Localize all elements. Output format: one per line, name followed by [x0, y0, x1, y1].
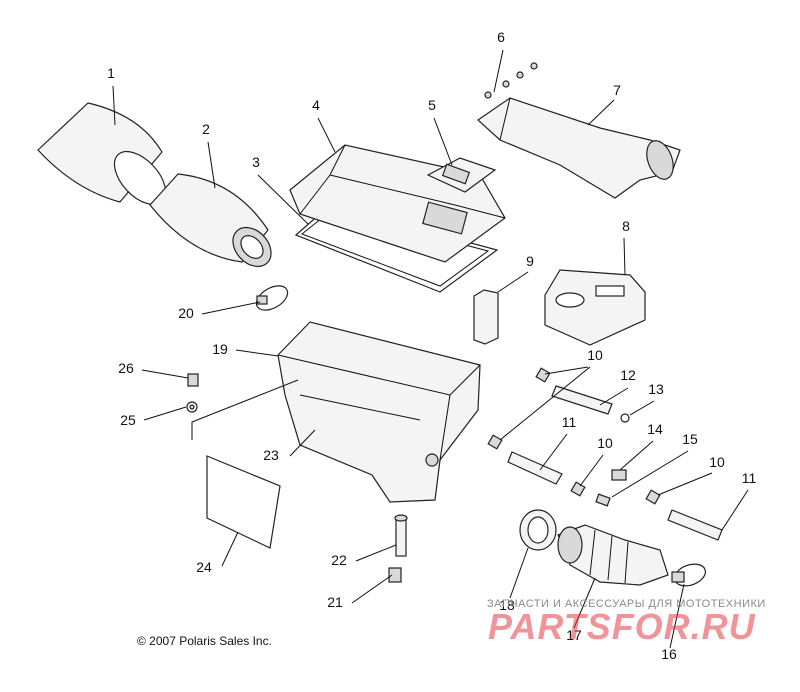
part-number-17: 17	[566, 627, 582, 643]
part-number-10: 10	[597, 435, 613, 451]
part-number-18: 18	[499, 597, 515, 613]
part-16-hose-clamp	[671, 563, 707, 587]
part-number-25: 25	[120, 412, 136, 428]
part-number-22: 22	[331, 552, 347, 568]
part-number-20: 20	[178, 305, 194, 321]
part-number-11: 11	[562, 414, 577, 430]
part-21-drain-plug	[388, 567, 402, 583]
part-number-1: 1	[107, 65, 115, 81]
part-number-15: 15	[682, 431, 698, 447]
part-number-21: 21	[327, 594, 343, 610]
part-number-10: 10	[709, 454, 725, 470]
part-6-screws	[484, 62, 538, 99]
part-number-2: 2	[202, 121, 210, 137]
part-number-26: 26	[118, 360, 134, 376]
part-hardware-small	[487, 367, 723, 541]
part-2-inner-filter	[149, 173, 272, 268]
part-1-outer-filter	[37, 102, 167, 206]
part-number-3: 3	[252, 154, 260, 170]
leader-lines	[112, 49, 749, 649]
part-number-8: 8	[622, 218, 630, 234]
part-8-foam-block	[544, 269, 646, 346]
part-number-5: 5	[428, 97, 436, 113]
part-number-10: 10	[587, 347, 603, 363]
part-number-6: 6	[497, 29, 505, 45]
part-5-cover-plate	[426, 157, 497, 193]
part-number-12: 12	[620, 367, 636, 383]
part-18-coupler-ring	[519, 509, 557, 551]
part-number-14: 14	[647, 421, 663, 437]
part-number-7: 7	[613, 82, 621, 98]
part-23-airbox-base	[277, 321, 481, 503]
part-20-clamp	[255, 285, 289, 311]
part-9-block	[473, 289, 499, 345]
copyright-notice: © 2007 Polaris Sales Inc.	[137, 634, 272, 648]
part-17-intake-boot	[557, 524, 669, 586]
part-7-intake-duct	[477, 97, 681, 199]
watermark-tagline: ЗАПЧАСТИ И АКСЕССУАРЫ ДЛЯ МОТОТЕХНИКИ	[487, 598, 766, 610]
part-number-23: 23	[263, 447, 279, 463]
part-number-24: 24	[196, 559, 212, 575]
part-number-9: 9	[526, 253, 534, 269]
part-number-11: 11	[742, 470, 757, 486]
part-24-label	[206, 455, 281, 549]
part-number-19: 19	[212, 341, 228, 357]
part-25-washer	[186, 401, 198, 413]
part-number-13: 13	[648, 381, 664, 397]
part-26-bolt	[187, 373, 199, 387]
part-number-4: 4	[312, 97, 320, 113]
part-number-16: 16	[661, 646, 677, 662]
part-22-drain-tube	[394, 514, 408, 557]
watermark-brand: PARTSFOR.RU	[488, 606, 756, 647]
